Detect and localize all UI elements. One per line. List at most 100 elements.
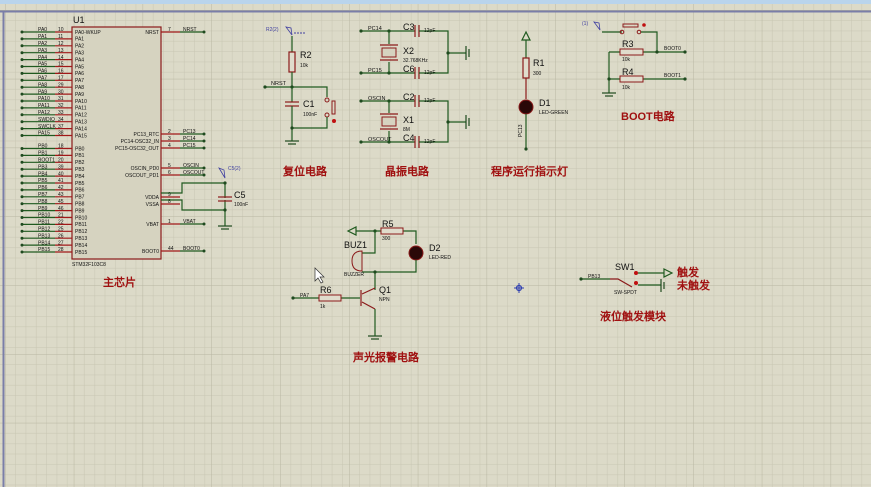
title-crystal: 晶振电路 <box>385 164 430 178</box>
pin-name: PC15-OSC32_OUT <box>115 146 159 152</box>
buzzer-buz1[interactable] <box>351 250 363 272</box>
pin-number: 15 <box>58 62 64 68</box>
pin-net-label: PB7 <box>38 192 48 198</box>
pin-name: PA0-WKUP <box>75 30 101 36</box>
pin-name: PA12 <box>75 113 87 119</box>
pin-net-label: PA0 <box>38 27 47 33</box>
net-label-oscout: OSCOUT <box>368 137 392 143</box>
c5-value: 100nF <box>234 202 248 208</box>
pin-net-label: OSCOUT <box>183 170 204 176</box>
pin-name: PC13_RTC <box>134 132 160 138</box>
reset-pushbutton[interactable] <box>324 97 336 123</box>
pin-number: 20 <box>58 158 64 164</box>
q1-ref: Q1 <box>379 285 391 295</box>
mcu-ref: U1 <box>73 15 85 25</box>
pin-net-label: PB10 <box>38 213 50 219</box>
resistor-r2[interactable] <box>288 51 296 73</box>
r2-value: 10k <box>300 63 309 69</box>
pin-name: OSCIN_PD0 <box>131 166 160 172</box>
pin-number: 41 <box>58 178 64 184</box>
capacitor-c5[interactable]: C5(2) C5 100nF <box>161 166 248 230</box>
alarm-circuit[interactable]: R5 300 D2 LED-RED BUZ1 BUZZER PA7 R6 1k … <box>291 219 451 340</box>
led-d1[interactable] <box>518 99 534 115</box>
r2-ref: R2 <box>300 50 312 60</box>
pin-number: 37 <box>58 124 64 130</box>
r4-value: 10k <box>622 85 631 91</box>
pin-net-label: PA6 <box>38 69 47 75</box>
transistor-q1[interactable] <box>360 287 376 326</box>
resistor-r1[interactable] <box>522 57 530 79</box>
pin-name: BOOT0 <box>142 249 159 255</box>
pin-name: PA1 <box>75 37 84 43</box>
pin-net-label: PB0 <box>38 144 48 150</box>
reset-circuit[interactable]: R2(2) R2 10k NRST C1 100nF <box>263 26 336 145</box>
pin-name: PB7 <box>75 195 85 201</box>
pin-number: 1 <box>168 219 171 225</box>
pin-name: PB8 <box>75 202 85 208</box>
pin-name: PB13 <box>75 236 87 242</box>
pin-number: 4 <box>168 143 171 149</box>
led-d2[interactable] <box>408 245 424 261</box>
q1-value: NPN <box>379 297 390 303</box>
pin-name: PB1 <box>75 153 85 159</box>
boot-circuit[interactable]: (1) R3 10k BOOT0 R4 10k BOOT1 <box>582 21 687 97</box>
buz1-value: BUZZER <box>344 272 364 278</box>
pin-net-label: PA10 <box>38 96 50 102</box>
r3-value: 10k <box>622 57 631 63</box>
run-led-circuit[interactable]: R1 300 D1 LED-GREEN PC13 <box>518 30 569 151</box>
pin-name: PA13 <box>75 120 87 126</box>
level-switch-circuit[interactable]: PB13 SW1 SW-SPDT 触发 未触发 <box>579 262 711 296</box>
mcu-body[interactable] <box>71 26 162 260</box>
boot-pushbutton[interactable] <box>619 23 646 35</box>
pin-number: 46 <box>58 206 64 212</box>
crystal-circuit[interactable]: PC14 PC15 C3 12pF C6 12pF X2 32.768KHz O… <box>359 22 470 148</box>
pin-number: 12 <box>58 41 64 47</box>
x2-ref: X2 <box>403 46 414 56</box>
pin-net-label: PA3 <box>38 48 47 54</box>
